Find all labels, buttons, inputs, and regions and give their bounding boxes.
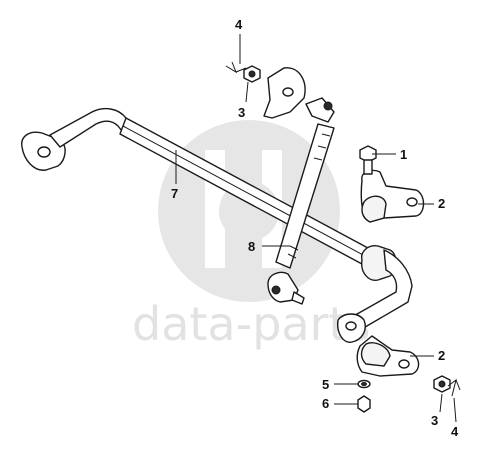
nut-upper[interactable] bbox=[243, 65, 261, 83]
callout-6: 6 bbox=[322, 396, 329, 411]
bushing-clamp-lower[interactable] bbox=[356, 335, 420, 377]
callout-5: 5 bbox=[322, 377, 329, 392]
callout-8: 8 bbox=[248, 239, 255, 254]
cotter-pin-lower[interactable] bbox=[447, 378, 461, 397]
callout-3-lower: 3 bbox=[431, 413, 438, 428]
callout-2-lower: 2 bbox=[438, 348, 445, 363]
washer[interactable] bbox=[357, 379, 371, 389]
watermark-text: data-parts bbox=[132, 297, 371, 351]
callout-3-upper: 3 bbox=[238, 105, 245, 120]
nut-lower[interactable] bbox=[433, 375, 451, 393]
callout-4-lower: 4 bbox=[451, 424, 459, 439]
cotter-pin-upper[interactable] bbox=[225, 61, 247, 74]
bolt[interactable] bbox=[359, 145, 377, 175]
callout-4-upper: 4 bbox=[235, 17, 243, 32]
callout-2-upper: 2 bbox=[438, 196, 445, 211]
callout-7: 7 bbox=[171, 186, 178, 201]
bushing-clamp-upper[interactable] bbox=[360, 169, 425, 223]
callout-1: 1 bbox=[400, 147, 407, 162]
stabilizer-link[interactable] bbox=[263, 67, 335, 305]
nut-small[interactable] bbox=[357, 395, 371, 413]
leader-lines bbox=[175, 34, 457, 423]
stabilizer-bar[interactable] bbox=[21, 107, 413, 343]
